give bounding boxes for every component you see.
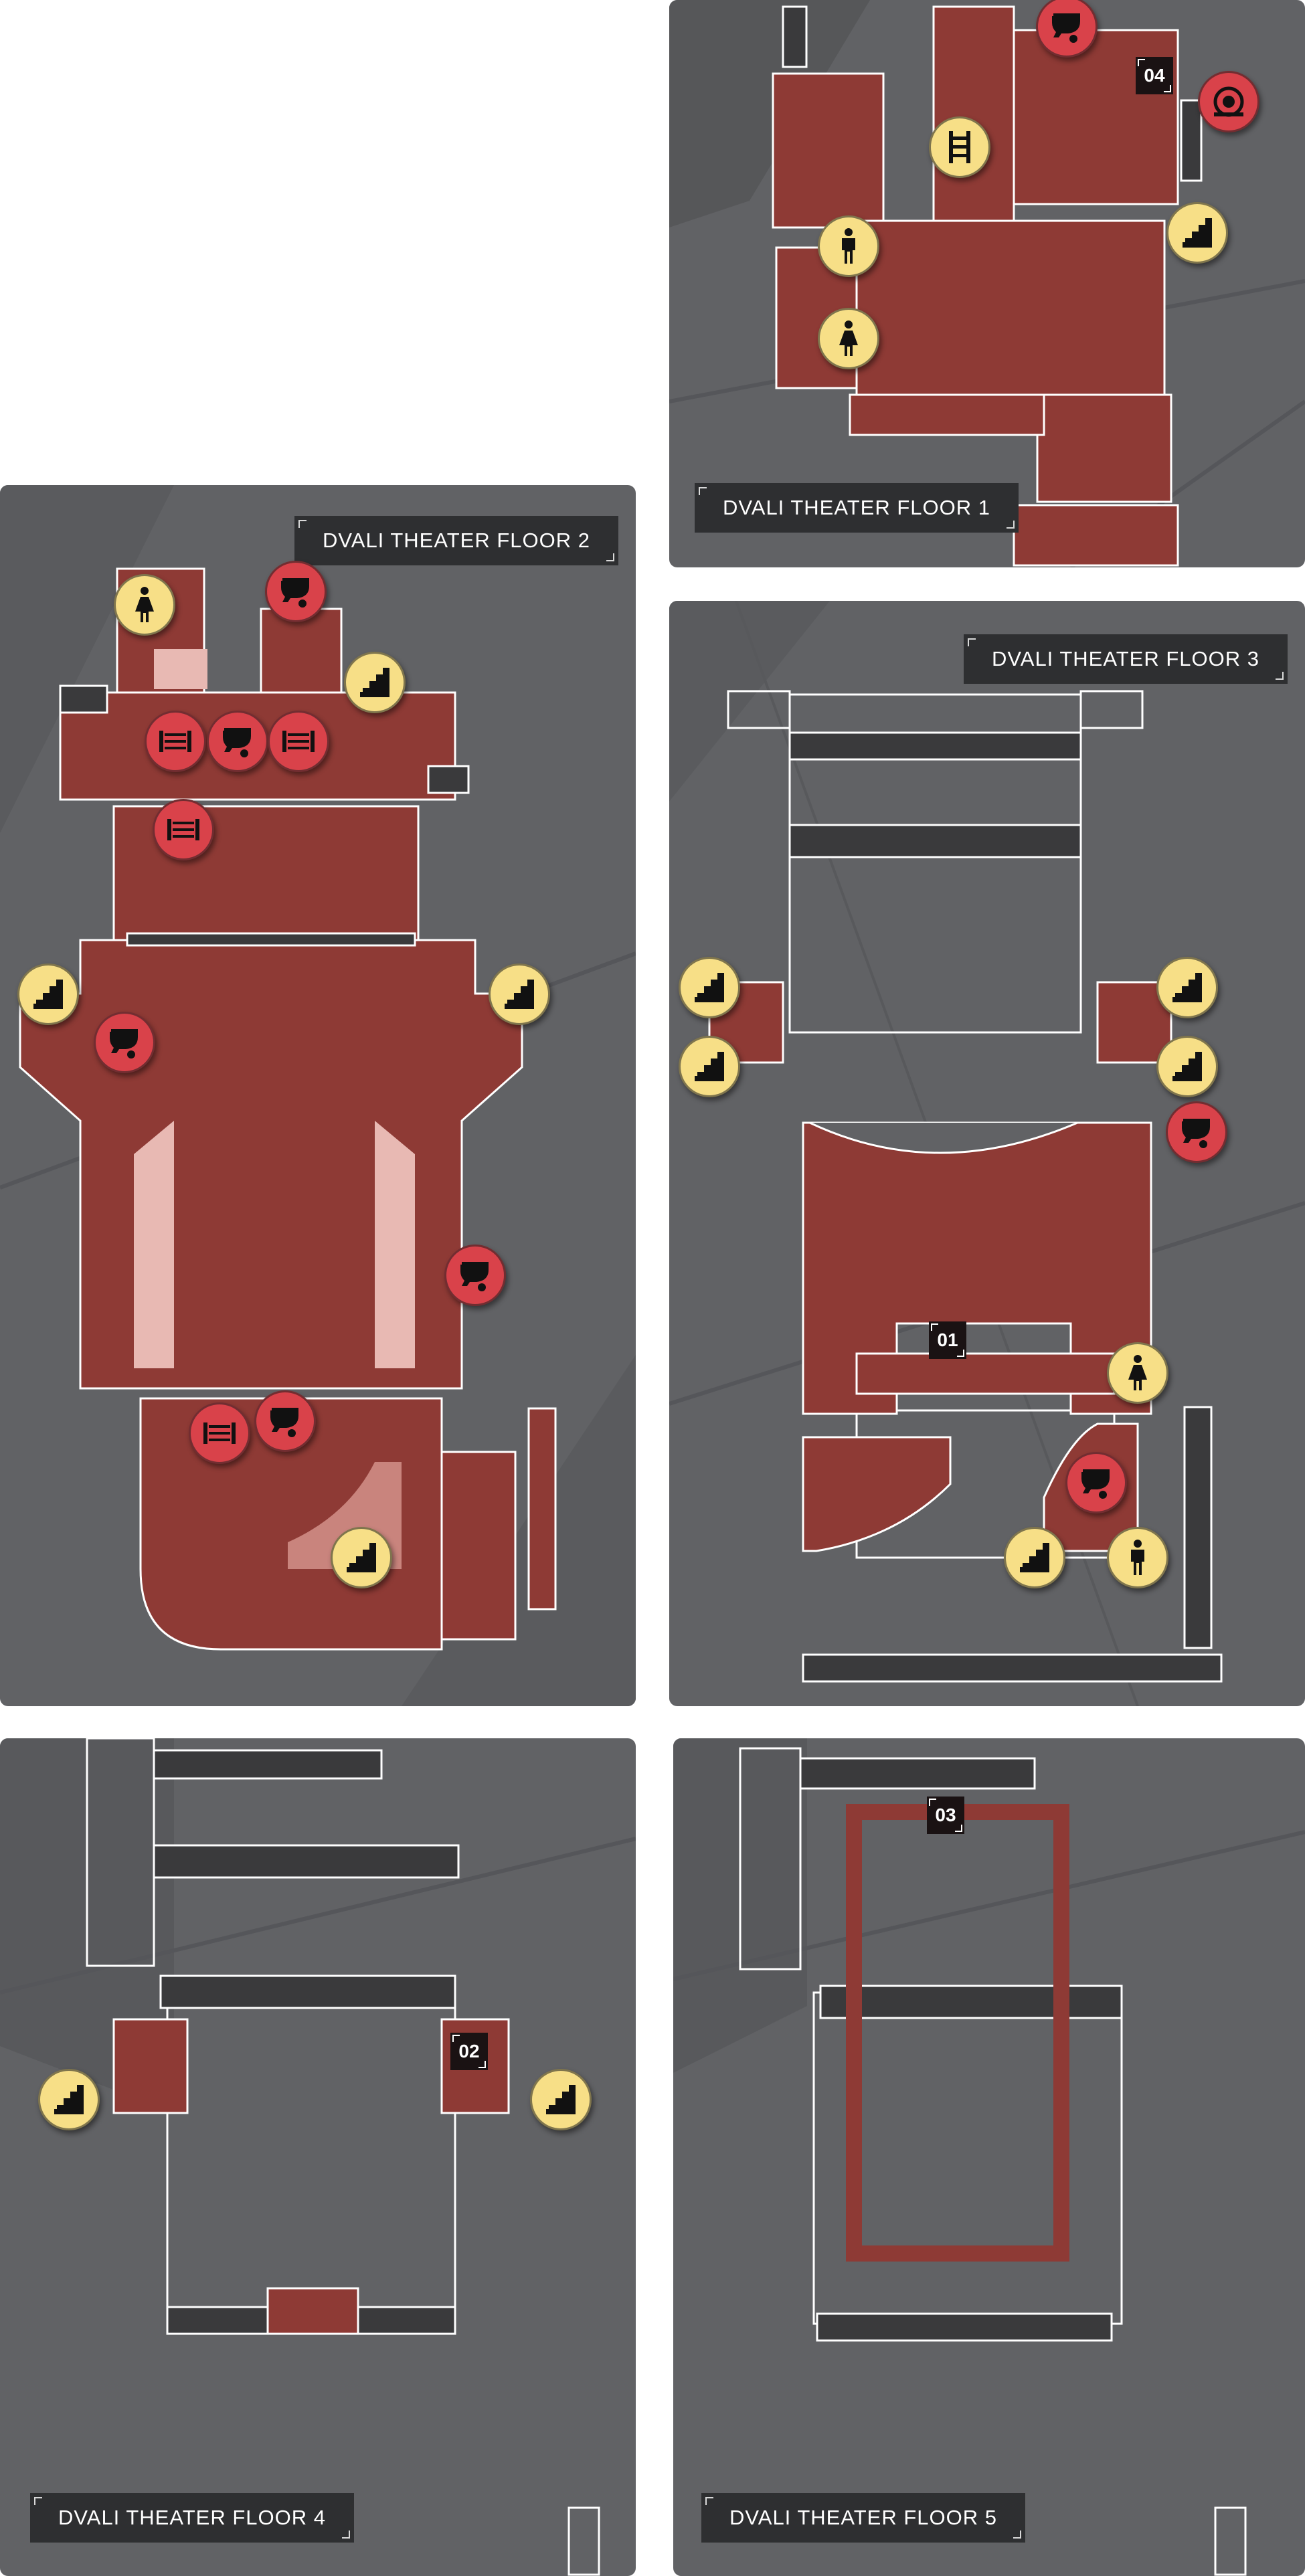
floor-1-label: DVALI THEATER FLOOR 1: [695, 483, 1019, 533]
floor-3-main-hall: [802, 1121, 1152, 1415]
alarm-icon[interactable]: [1198, 71, 1259, 132]
floor-2-room: [440, 1451, 517, 1641]
floor-1-map: [669, 0, 1305, 567]
floor-1-room: [932, 5, 1015, 222]
metal-detector-icon[interactable]: [153, 799, 214, 860]
objective-marker-03[interactable]: 03: [927, 1797, 964, 1834]
floor-5-room: [1214, 2506, 1247, 2576]
male-restroom-icon[interactable]: [818, 215, 879, 277]
floor-5-wall: [816, 2312, 1113, 2342]
ladder-icon[interactable]: [929, 116, 990, 178]
stairs-icon[interactable]: [489, 963, 550, 1025]
female-restroom-icon[interactable]: [114, 574, 175, 636]
stairs-icon[interactable]: [331, 1527, 392, 1588]
floor-3-room: [1079, 690, 1144, 729]
stairs-icon[interactable]: [344, 652, 406, 713]
stairs-icon[interactable]: [38, 2069, 100, 2130]
stairs-icon[interactable]: [1166, 202, 1228, 264]
metal-detector-icon[interactable]: [145, 711, 206, 772]
floor-3-panel: DVALI THEATER FLOOR 3: [669, 601, 1305, 1706]
floor-2-map: [0, 485, 636, 1706]
floor-5-map: [673, 1738, 1305, 2576]
stairs-icon[interactable]: [1004, 1527, 1065, 1588]
floor-1-room: [1036, 393, 1172, 503]
security-camera-icon[interactable]: [265, 561, 327, 622]
floor-2-label: DVALI THEATER FLOOR 2: [294, 516, 618, 565]
floor-2-wall: [427, 765, 470, 794]
floor-4-room: [112, 2018, 189, 2114]
security-camera-icon[interactable]: [1166, 1101, 1227, 1163]
security-camera-icon[interactable]: [1065, 1452, 1127, 1513]
floor-3-map: [669, 601, 1305, 1706]
floor-3-wall: [788, 824, 1082, 858]
floor-2-room: [260, 608, 343, 707]
floor-2-main-hall: [19, 939, 523, 1390]
floor-4-wall: [153, 1844, 460, 1879]
floor-2-wall: [59, 684, 108, 714]
floor-2-wall: [126, 932, 416, 947]
security-camera-icon[interactable]: [94, 1012, 155, 1073]
floor-4-room: [568, 2506, 600, 2576]
stairs-icon[interactable]: [679, 1036, 740, 1097]
floor-4-wall: [159, 1974, 456, 2009]
floor-4-panel: DVALI THEATER FLOOR 4: [0, 1738, 636, 2576]
floor-4-map: [0, 1738, 636, 2576]
floor-4-room: [266, 2287, 359, 2335]
floor-5-wall: [799, 1757, 1036, 1790]
objective-marker-01[interactable]: 01: [929, 1321, 966, 1359]
metal-detector-icon[interactable]: [189, 1402, 250, 1464]
floor-1-room: [1013, 504, 1179, 567]
floor-1-room: [1013, 29, 1179, 205]
floor-5-wall: [819, 1985, 1123, 2019]
security-camera-icon[interactable]: [1036, 0, 1098, 58]
floor-1-room: [855, 219, 1166, 396]
stairs-icon[interactable]: [1156, 1036, 1218, 1097]
stairs-icon[interactable]: [530, 2069, 592, 2130]
floor-5-catwalk: [846, 1804, 1069, 2262]
security-camera-icon[interactable]: [207, 711, 268, 772]
floor-4-label: DVALI THEATER FLOOR 4: [30, 2493, 354, 2543]
security-camera-icon[interactable]: [444, 1245, 506, 1306]
floor-3-wall: [788, 731, 1082, 761]
stairs-icon[interactable]: [17, 963, 79, 1025]
floor-1-room: [772, 72, 885, 229]
floor-5-room: [739, 1747, 802, 1970]
male-restroom-icon[interactable]: [1107, 1527, 1168, 1588]
floor-3-room: [727, 690, 791, 729]
stairs-icon[interactable]: [679, 957, 740, 1018]
objective-marker-04[interactable]: 04: [1136, 57, 1173, 94]
floor-4-wall: [153, 1749, 383, 1780]
floor-1-wall: [1180, 99, 1203, 182]
female-restroom-icon[interactable]: [1107, 1342, 1168, 1404]
metal-detector-icon[interactable]: [268, 711, 329, 772]
floor-3-room: [855, 1352, 1116, 1395]
floor-3-wall: [1183, 1406, 1213, 1649]
floor-1-wall: [782, 5, 808, 68]
floor-3-label: DVALI THEATER FLOOR 3: [964, 634, 1288, 684]
floor-5-panel: DVALI THEATER FLOOR 5: [673, 1738, 1305, 2576]
security-camera-icon[interactable]: [254, 1390, 316, 1452]
floor-1-room: [849, 393, 1045, 436]
floor-3-lower-left: [802, 1436, 952, 1552]
floor-5-label: DVALI THEATER FLOOR 5: [701, 2493, 1025, 2543]
floor-2-panel: DVALI THEATER FLOOR 2: [0, 485, 636, 1706]
floor-3-wall: [802, 1653, 1223, 1683]
floor-3-room: [788, 693, 1082, 1034]
female-restroom-icon[interactable]: [818, 308, 879, 369]
floor-2-room: [527, 1407, 557, 1611]
stairs-icon[interactable]: [1156, 957, 1218, 1018]
objective-marker-02[interactable]: 02: [450, 2033, 488, 2070]
floor-4-room: [166, 1985, 456, 2318]
